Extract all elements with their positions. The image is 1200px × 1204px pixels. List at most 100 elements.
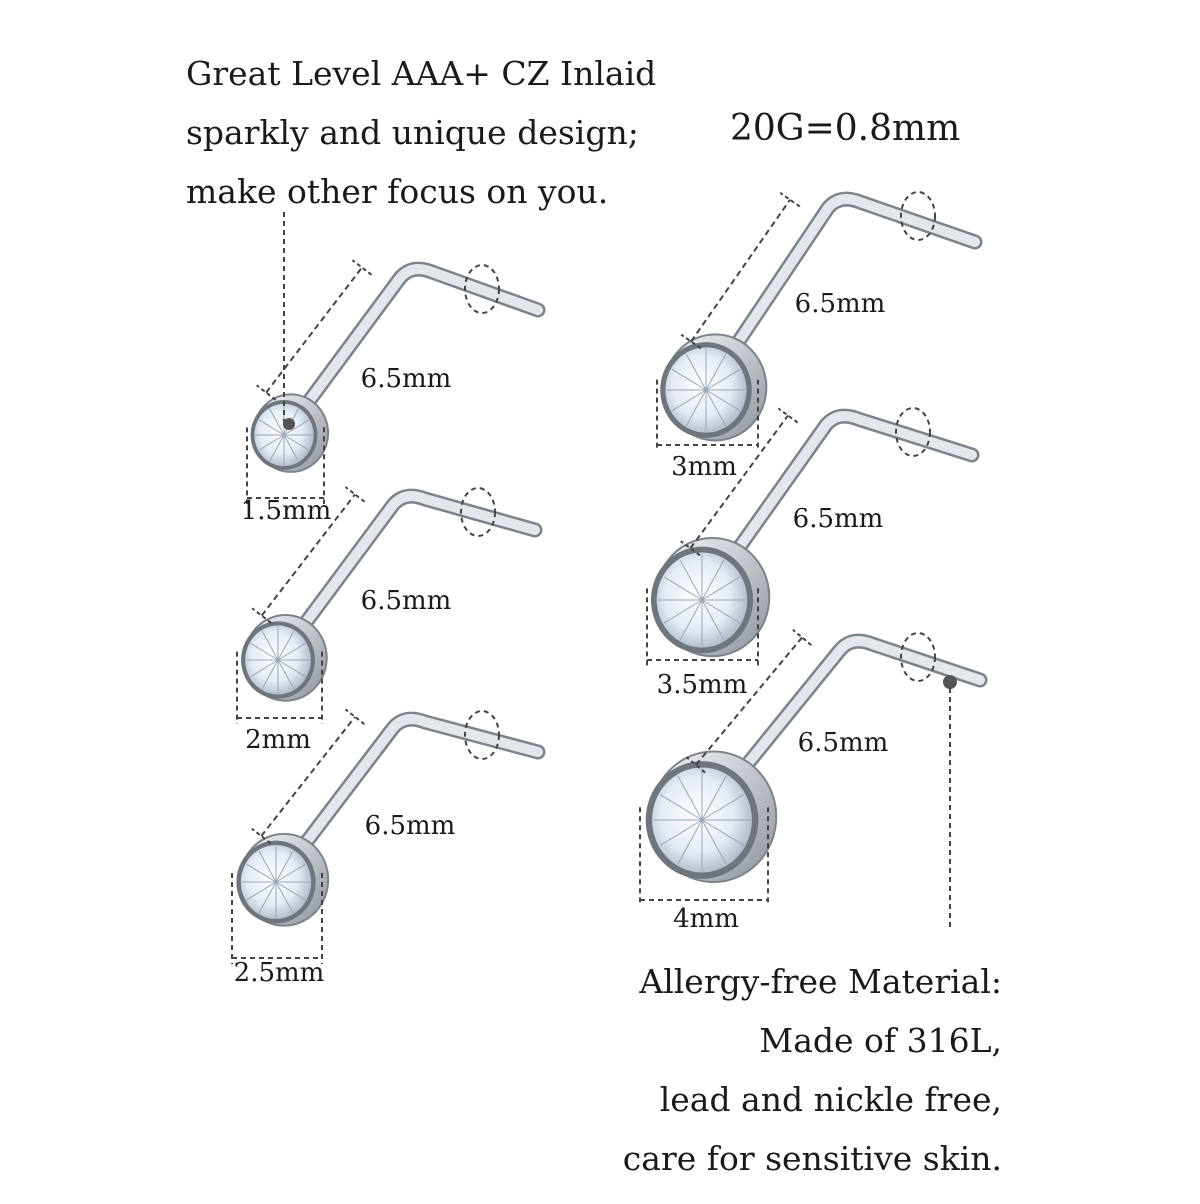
stud-gem-facet (275, 881, 294, 914)
material-line-2: Made of 316L, (759, 1021, 1002, 1060)
stud-4mm (645, 633, 988, 884)
length-dimension-line (695, 636, 803, 766)
stud-gem-facet (663, 576, 703, 601)
length-dimension-tick (779, 192, 801, 208)
length-dimension-tick (344, 708, 366, 726)
stud-gem-facet (269, 408, 285, 436)
bend-marker (464, 710, 500, 760)
stud-1-5mm (250, 261, 546, 473)
stud-gem-facet (701, 599, 741, 624)
size-label: 3mm (671, 452, 737, 482)
material-line-4: care for sensitive skin. (622, 1139, 1002, 1178)
stud-post (701, 194, 980, 395)
gauge-reference-dot-right (943, 675, 957, 689)
stud-3-5mm (650, 408, 980, 658)
length-label: 6.5mm (365, 811, 456, 841)
stud-gem-facet (258, 434, 285, 451)
stud-gem-facet (701, 819, 727, 865)
stud-gem-facet (677, 819, 703, 865)
stud-gem-facet (701, 576, 741, 601)
length-dimension-tick (685, 756, 706, 774)
bend-marker (900, 191, 936, 241)
stud-gem-facet (277, 659, 295, 690)
size-label: 4mm (673, 904, 739, 934)
stud-gem-facet (671, 389, 707, 412)
stud-gem-facet (663, 599, 703, 624)
stud-gem-facet (277, 642, 306, 661)
gauge-label: 20G=0.8mm (730, 108, 961, 149)
material-text: Allergy-free Material: Made of 316L, lea… (623, 952, 1002, 1188)
stud-gem-facet (261, 659, 279, 690)
stud-gem-facet (283, 434, 299, 462)
size-label: 3.5mm (657, 670, 748, 700)
stud-gem-facet (250, 659, 279, 678)
stud-gem-facet (250, 642, 279, 661)
stud-post (279, 264, 543, 440)
length-dimension-tick (251, 607, 272, 624)
stud-gem-facet (283, 419, 310, 436)
stud-gem-facet (701, 559, 725, 601)
stud-gem-facet (679, 559, 703, 601)
stud-gem-facet (269, 434, 285, 462)
length-dimension-tick (680, 540, 701, 557)
bend-marker (460, 487, 496, 537)
length-label: 6.5mm (793, 504, 884, 534)
stud-gem-facet (705, 389, 741, 412)
length-dimension-tick (344, 486, 366, 503)
stud-gem-facet (258, 850, 277, 883)
stud-gem-facet (701, 599, 725, 641)
stud-post (697, 636, 985, 825)
stud-2mm (241, 488, 543, 702)
stud-gem-facet (659, 819, 703, 847)
intro-line-1: Great Level AAA+ CZ Inlaid (186, 54, 657, 93)
length-dimension-line (690, 199, 791, 343)
stud-gem-facet (246, 881, 277, 901)
stud-gem-facet (701, 793, 745, 821)
bend-marker (895, 407, 931, 457)
intro-text: Great Level AAA+ CZ Inlaid sparkly and u… (186, 44, 656, 221)
stud-2-5mm (236, 711, 546, 927)
material-line-1: Allergy-free Material: (639, 962, 1002, 1001)
stud-gem-facet (705, 389, 727, 427)
size-label: 2mm (245, 725, 311, 755)
length-dimension-tick (680, 333, 702, 350)
length-label: 6.5mm (798, 728, 889, 758)
length-dimension-tick (792, 628, 812, 646)
stud-gem-facet (277, 659, 306, 678)
stud-gem-facet (679, 599, 703, 641)
intro-line-3: make other focus on you. (186, 172, 609, 211)
stud-gem-facet (275, 850, 294, 883)
stud-3mm (660, 191, 983, 442)
stud-post (273, 491, 540, 665)
stud-gem-facet (701, 819, 745, 847)
stud-post (697, 411, 977, 605)
stud-gem-facet (258, 881, 277, 914)
stud-gem-facet (685, 353, 707, 391)
stud-gem-facet (283, 434, 310, 451)
length-dimension-line (260, 716, 356, 837)
stud-gem-facet (677, 775, 703, 821)
length-dimension-tick (255, 384, 277, 401)
stud-gem-facet (705, 368, 741, 391)
stud-gem-facet (671, 368, 707, 391)
stud-gem-facet (277, 630, 295, 661)
stud-gem-facet (261, 630, 279, 661)
length-label: 6.5mm (361, 586, 452, 616)
bend-marker (464, 264, 500, 314)
length-dimension-line (265, 266, 363, 394)
length-dimension-line (689, 414, 789, 549)
size-label: 2.5mm (234, 958, 325, 988)
gauge-reference-dot-top (283, 418, 295, 430)
stud-post (271, 714, 543, 887)
length-dimension-line (260, 493, 356, 617)
stud-gem-facet (275, 863, 306, 883)
stud-gem-facet (659, 793, 703, 821)
stud-gem-facet (258, 419, 285, 436)
length-dimension-tick (251, 827, 272, 845)
stud-gem-facet (705, 353, 727, 391)
material-line-3: lead and nickle free, (659, 1080, 1002, 1119)
length-label: 6.5mm (361, 364, 452, 394)
stud-gem-facet (275, 881, 306, 901)
